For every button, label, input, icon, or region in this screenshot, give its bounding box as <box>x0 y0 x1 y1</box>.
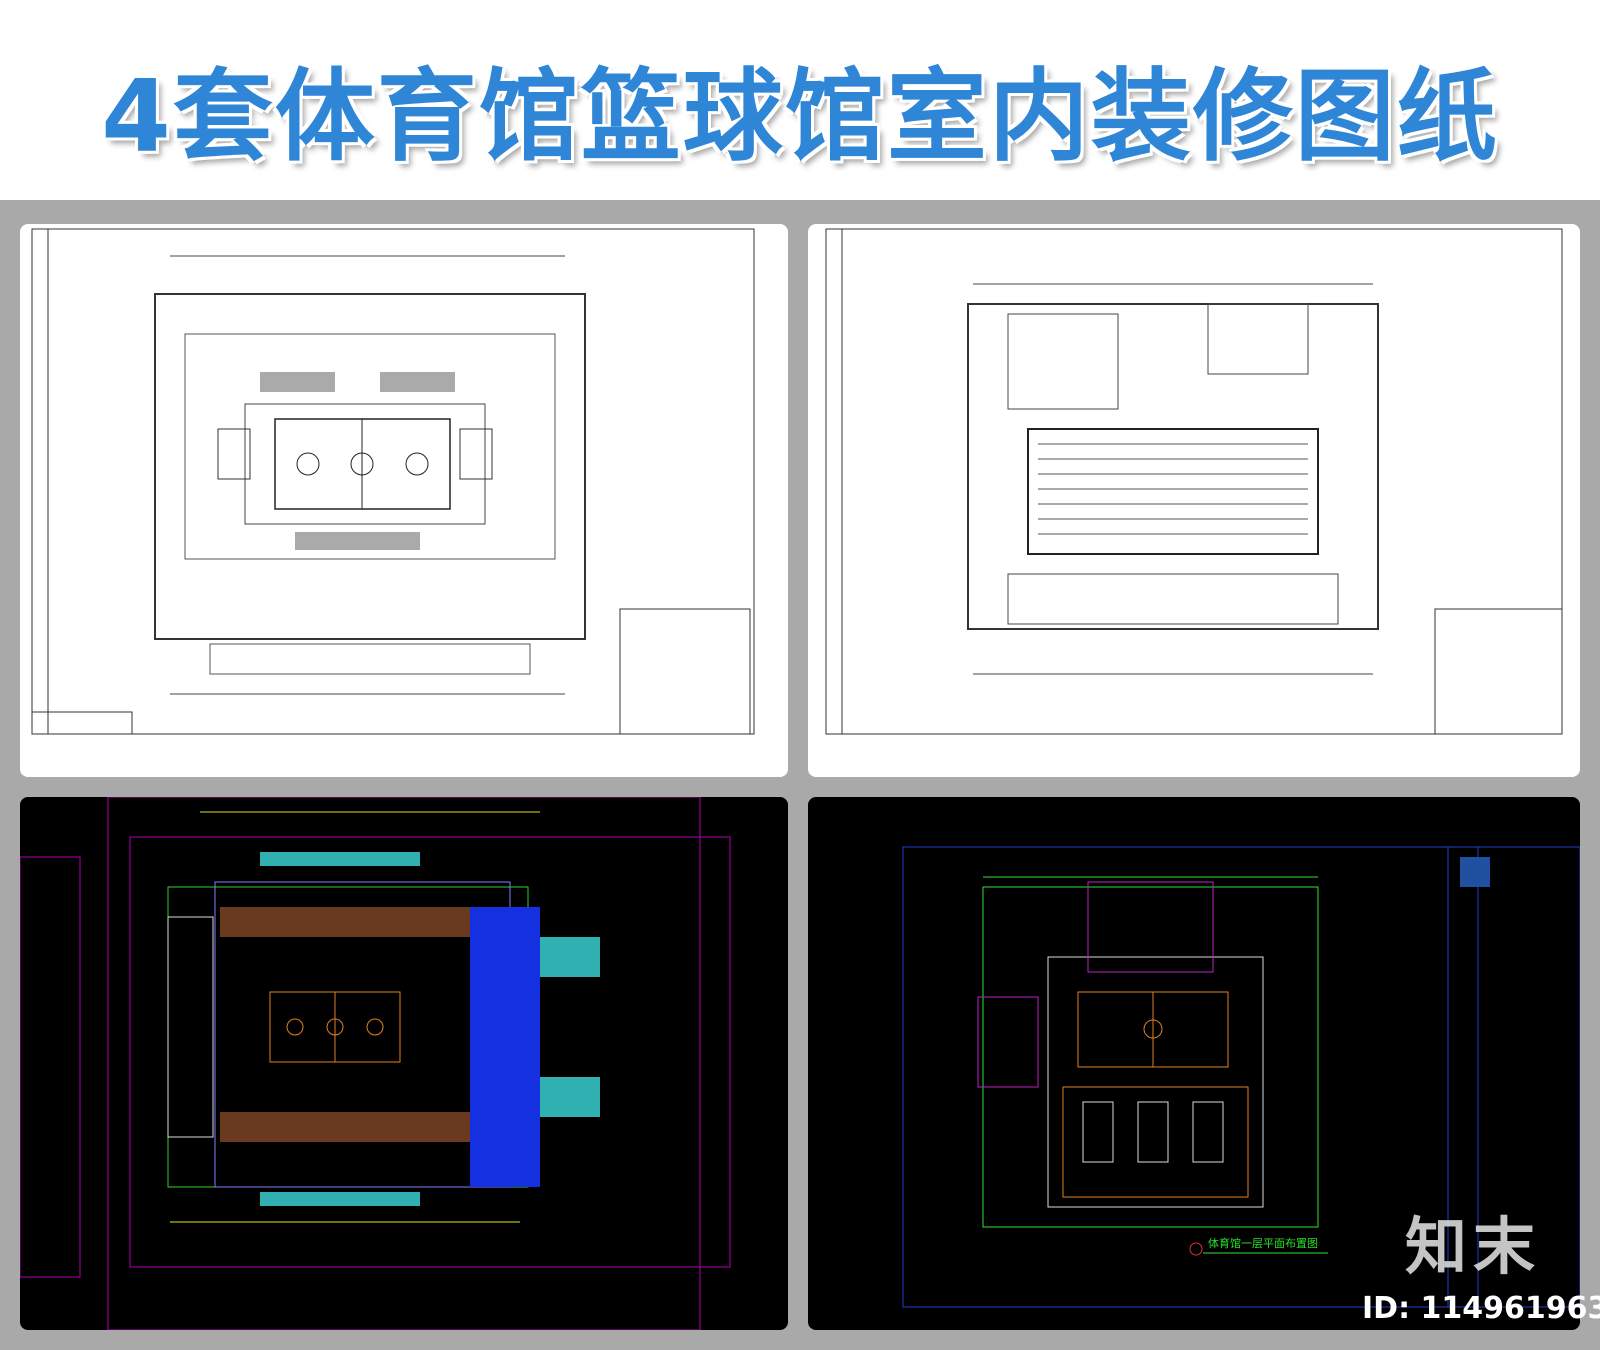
drawing-preview-swimming-pool <box>808 224 1580 777</box>
drawing-preview-arena <box>20 797 788 1330</box>
floor-plan-drawing <box>825 228 1563 735</box>
floor-plan-drawing <box>902 846 1580 1308</box>
floor-plan-drawing <box>20 797 731 1330</box>
watermark-id: ID: 1149619639 <box>1362 1291 1600 1326</box>
watermark-brand: 知末 <box>1405 1210 1542 1283</box>
drawing-preview-gym-first-floor: 体育馆一层平面布置图 <box>808 797 1580 1330</box>
drawing-label: 体育馆一层平面布置图 <box>1208 1237 1318 1250</box>
floor-plan-drawing <box>31 228 755 735</box>
page-title: 4套体育馆篮球馆室内装修图纸 <box>101 58 1499 175</box>
drawing-preview-basketball-gym <box>20 224 788 777</box>
